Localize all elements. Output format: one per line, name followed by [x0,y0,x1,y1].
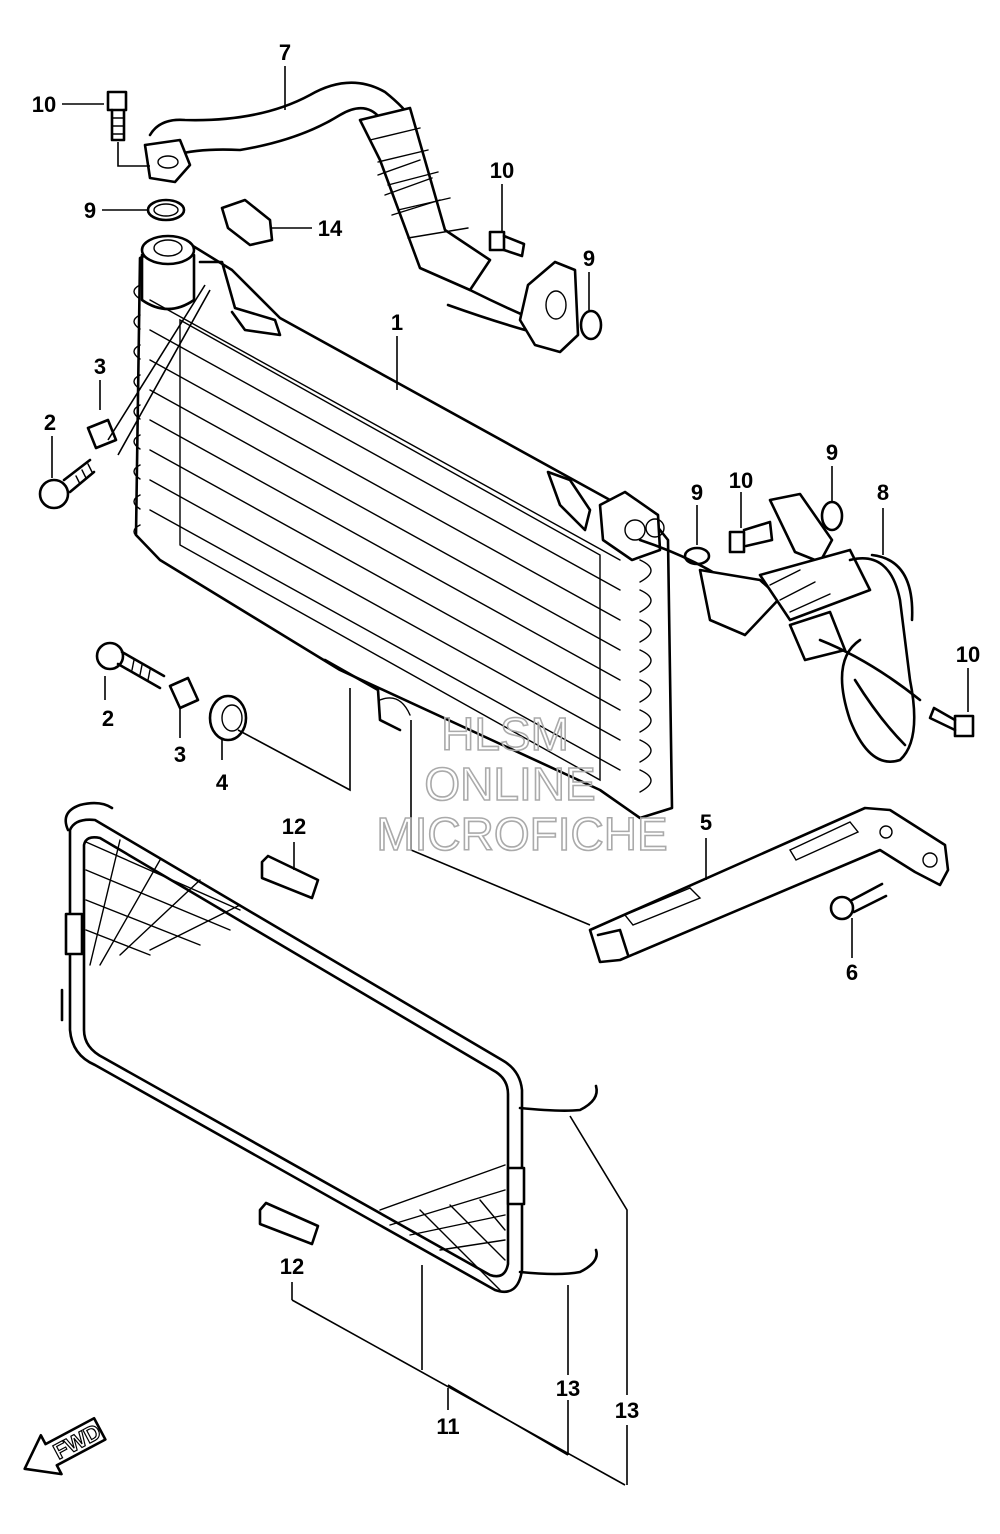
callout-14: 14 [318,216,343,241]
bolt-2-upper [38,458,96,510]
fwd-label: FWD [49,1419,105,1465]
bolt-10-right-b [928,706,975,738]
o-ring-9-hose [579,309,603,341]
callout-10-right-a: 10 [729,468,753,493]
collar-3-lower [168,676,200,710]
bolt-10-hose [488,230,526,258]
callouts: 1 2 2 3 3 4 5 6 7 8 9 9 9 9 10 10 10 10 … [32,40,980,1439]
bracket-5 [588,806,950,964]
callout-10-hose: 10 [490,158,514,183]
bolt-2-lower [95,641,166,690]
bolt-6 [829,882,888,921]
callout-9-right-a: 9 [691,480,703,505]
callout-13-right: 13 [615,1398,639,1423]
fasteners [38,90,975,921]
callout-4: 4 [216,770,229,795]
callout-7: 7 [279,40,291,65]
clip-14 [220,198,274,247]
callout-10-right-b: 10 [956,642,980,667]
callout-9-top-left: 9 [84,198,96,223]
fwd-arrow: FWD [23,1416,107,1476]
callout-5: 5 [700,810,712,835]
grommet-4 [208,694,248,742]
callout-12-lower: 12 [280,1254,304,1279]
callout-1: 1 [391,310,403,335]
watermark-line3: MICROFICHE [376,808,667,860]
callout-8: 8 [877,480,889,505]
callout-3-upper: 3 [94,354,106,379]
cooler-guard-screen [60,801,598,1294]
callout-11: 11 [436,1414,459,1439]
callout-9-hose: 9 [583,246,595,271]
o-ring-9-right-b [820,500,844,532]
strip-12-lower [258,1201,320,1246]
watermark: HLSM ONLINE MICROFICHE [376,707,669,861]
upper-oil-hose [143,81,580,354]
lower-oil-hose [638,492,922,763]
callout-13-left: 13 [556,1376,580,1401]
leader-lines [51,66,969,1486]
callout-2-lower: 2 [102,706,114,731]
callout-12-upper: 12 [282,814,306,839]
callout-2-upper: 2 [44,410,56,435]
oil-cooler-core [133,234,674,820]
callout-10-top-left: 10 [32,92,56,117]
strip-12-upper [260,854,320,900]
o-ring-9-right-a [683,546,711,566]
collar-3-upper [86,418,118,450]
bolt-10-top-left [106,90,128,142]
watermark-line2: ONLINE [424,758,595,810]
callout-3-lower: 3 [174,742,186,767]
callout-6: 6 [846,960,858,985]
callout-9-right-b: 9 [826,440,838,465]
bolt-10-right-a [728,520,774,554]
watermark-line1: HLSM [441,708,569,760]
